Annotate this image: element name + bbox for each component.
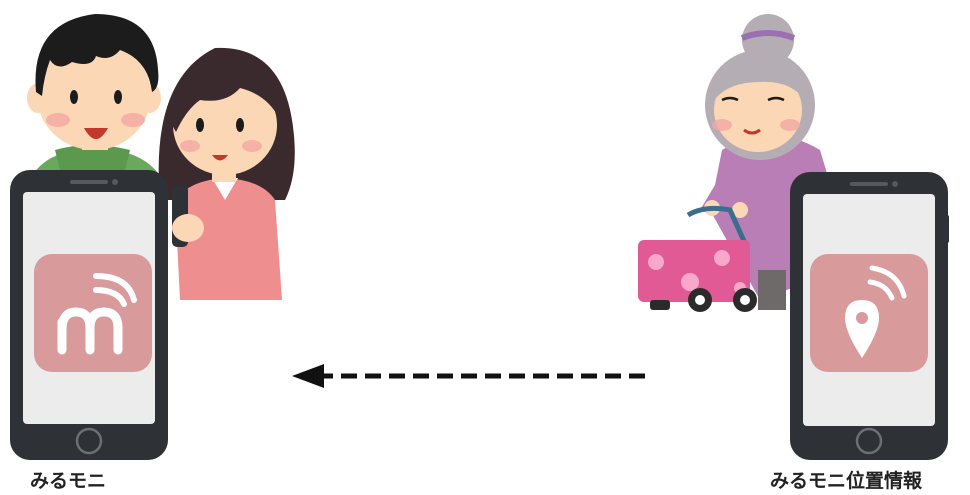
right-smartphone [790, 172, 949, 460]
arrow-head-icon [292, 364, 324, 388]
right-app-caption: みるモニ位置情報 [770, 466, 922, 493]
data-flow-arrow [292, 364, 645, 388]
young-couple-illustration [10, 14, 295, 460]
left-smartphone [10, 170, 168, 460]
girl-figure [159, 48, 295, 300]
elderly-woman-illustration [638, 14, 949, 460]
left-app-caption: みるモニ [30, 466, 106, 493]
